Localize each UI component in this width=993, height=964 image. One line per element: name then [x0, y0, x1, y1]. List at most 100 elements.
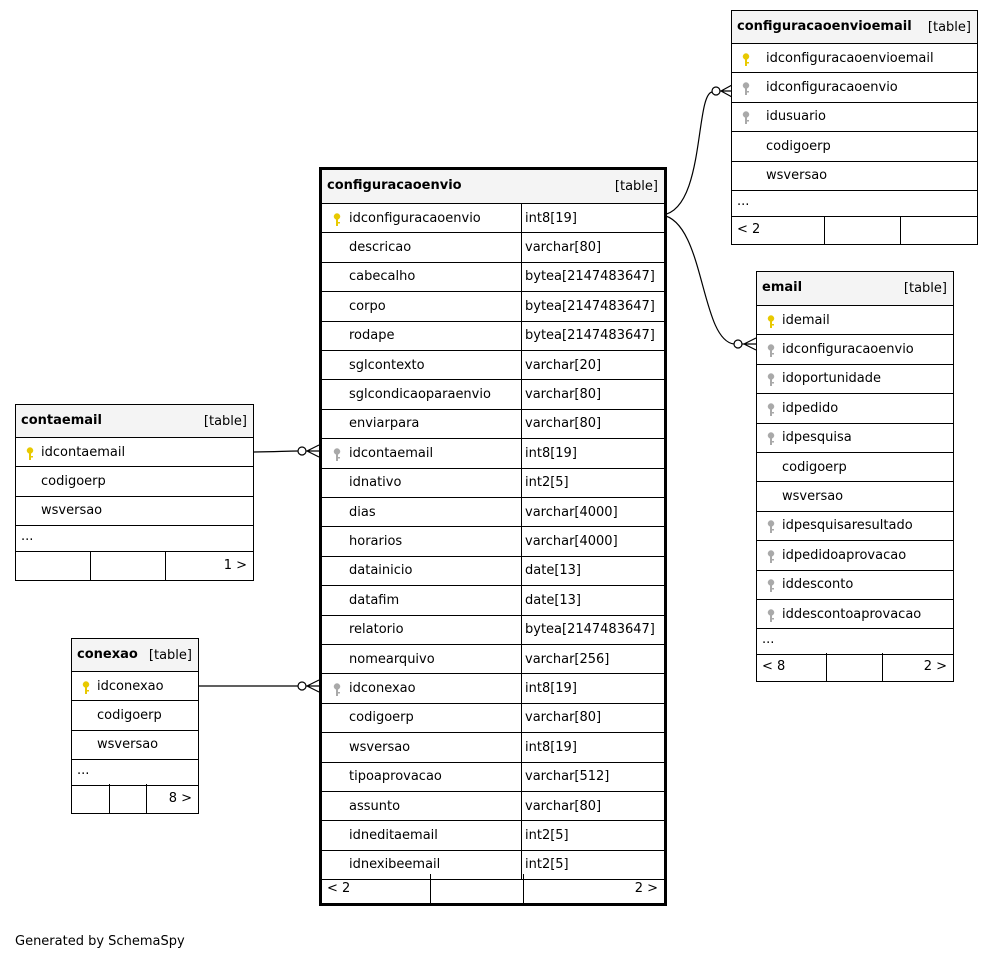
- more-columns-row[interactable]: ...: [732, 191, 977, 217]
- parent-count[interactable]: < 2: [327, 880, 351, 896]
- child-count[interactable]: 1 >: [223, 557, 247, 573]
- column-row[interactable]: wsversao: [732, 162, 977, 191]
- column-row[interactable]: idconfiguracaoenvio: [757, 335, 953, 365]
- column-type: varchar[80]: [525, 240, 602, 256]
- column-name: idconfiguracaoenvio: [349, 210, 481, 226]
- column-row[interactable]: idcontaemail: [16, 438, 253, 468]
- column-row[interactable]: idconfiguracaoenvio: [732, 73, 977, 103]
- column-divider: [521, 762, 522, 791]
- more-columns-row[interactable]: ...: [757, 629, 953, 656]
- column-row[interactable]: iddesconto: [757, 571, 953, 600]
- link-end-crowfoot: [720, 84, 733, 98]
- column-name: dias: [349, 504, 376, 520]
- column-divider: [521, 498, 522, 527]
- column-row[interactable]: codigoerp: [16, 467, 253, 497]
- column-name: idconfiguracaoenvio: [766, 80, 898, 96]
- footer-divider: [824, 216, 825, 244]
- column-name: idpesquisaresultado: [782, 518, 913, 534]
- table-type-tag: [table]: [903, 281, 947, 296]
- column-name: datainicio: [349, 563, 413, 579]
- footer-divider: [90, 551, 91, 580]
- column-row[interactable]: sglcondicaoparaenvio varchar[80]: [322, 380, 664, 410]
- column-row[interactable]: idemail: [757, 306, 953, 336]
- column-row[interactable]: idconexao: [72, 672, 198, 702]
- column-divider: [521, 204, 522, 233]
- foreign-key-icon: [767, 402, 775, 416]
- column-name: idconfiguracaoenvioemail: [766, 50, 934, 66]
- link-configuracaoenvio-configuracaoenvioemail: [661, 91, 713, 216]
- child-count[interactable]: 8 >: [168, 790, 192, 806]
- column-row[interactable]: idconfiguracaoenvioemail: [732, 44, 977, 74]
- column-type: date[13]: [525, 592, 581, 608]
- child-count[interactable]: 2 >: [634, 880, 658, 896]
- more-columns-row[interactable]: ...: [72, 760, 198, 787]
- column-row[interactable]: codigoerp: [757, 453, 953, 483]
- link-end-circle: [297, 681, 307, 691]
- column-divider: [521, 615, 522, 644]
- column-row[interactable]: idoportunidade: [757, 365, 953, 395]
- column-row[interactable]: codigoerp: [72, 701, 198, 731]
- child-count[interactable]: 2 >: [923, 659, 947, 674]
- column-row[interactable]: idpedidoaprovacao: [757, 541, 953, 571]
- table-configuracaoenvioemail[interactable]: configuracaoenvioemail[table] idconfigura…: [731, 10, 978, 245]
- column-row[interactable]: idpesquisaresultado: [757, 512, 953, 542]
- column-row[interactable]: idpedido: [757, 394, 953, 424]
- column-name: sglcondicaoparaenvio: [349, 387, 491, 403]
- foreign-key-icon: [742, 110, 750, 125]
- column-name: cabecalho: [349, 269, 416, 285]
- column-divider: [521, 351, 522, 380]
- link-end-circle: [711, 86, 721, 96]
- link-configuracaoenvio-email: [661, 214, 735, 345]
- column-row[interactable]: wsversao: [16, 497, 253, 527]
- column-name: idnativo: [349, 475, 402, 491]
- column-name: idnexibeemail: [349, 857, 441, 873]
- footer-divider: [430, 874, 431, 903]
- column-row[interactable]: wsversao: [757, 482, 953, 512]
- column-divider: [521, 380, 522, 409]
- column-row[interactable]: iddescontoaprovacao: [757, 600, 953, 630]
- table-configuracaoenvio[interactable]: configuracaoenvio[table]idconfiguracaoen…: [319, 167, 667, 906]
- column-name: wsversao: [782, 489, 844, 505]
- footer-divider: [900, 216, 901, 244]
- column-type: varchar[20]: [525, 357, 602, 373]
- table-header: configuracaoenvioemail[table]: [732, 11, 977, 44]
- column-type: varchar[80]: [525, 387, 602, 403]
- column-row[interactable]: idusuario: [732, 103, 977, 133]
- column-row[interactable]: wsversao: [72, 731, 198, 761]
- column-row[interactable]: idpesquisa: [757, 424, 953, 453]
- parent-count[interactable]: < 8: [762, 659, 786, 674]
- table-type-tag: [table]: [203, 413, 247, 429]
- column-row[interactable]: codigoerp: [732, 132, 977, 162]
- footer-divider: [165, 551, 166, 580]
- column-type: varchar[80]: [525, 710, 602, 726]
- link-end-circle: [733, 339, 743, 349]
- table-footer: < 2 2 >: [322, 874, 664, 903]
- parent-count[interactable]: < 2: [737, 222, 761, 237]
- more-columns-row[interactable]: ...: [16, 526, 253, 553]
